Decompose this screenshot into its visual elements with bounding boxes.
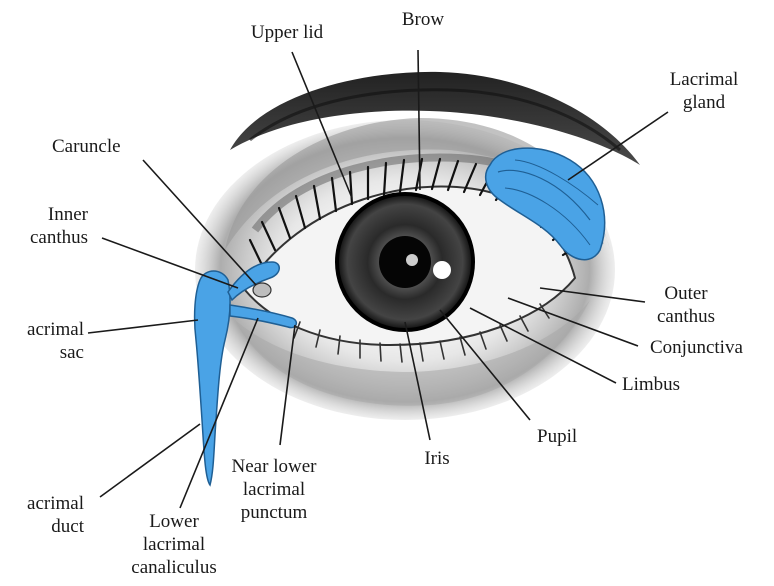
eye-highlight <box>433 261 451 279</box>
label-inner-canthus-line1: Inner <box>0 203 88 226</box>
label-brow: Brow <box>393 8 453 31</box>
label-outer-canthus-line1: Outer <box>648 282 724 305</box>
label-lower-canaliculus-line3: canaliculus <box>112 556 236 579</box>
label-lacrimal-duct-line2: duct <box>0 515 84 538</box>
label-lacrimal-gland: Lacrimal gland <box>664 68 744 114</box>
label-lower-canaliculus-line2: lacrimal <box>112 533 236 556</box>
label-conjunctiva: Conjunctiva <box>650 336 743 359</box>
label-pupil: Pupil <box>537 425 577 448</box>
label-lacrimal-sac-line2: sac <box>0 341 84 364</box>
label-limbus: Limbus <box>622 373 680 396</box>
label-lacrimal-duct-line1: acrimal <box>0 492 84 515</box>
label-outer-canthus-line2: canthus <box>648 305 724 328</box>
label-lacrimal-sac-line1: acrimal <box>0 318 84 341</box>
label-caruncle: Caruncle <box>52 135 121 158</box>
label-outer-canthus: Outer canthus <box>648 282 724 328</box>
label-iris: Iris <box>412 447 462 470</box>
label-lower-lacrimal-canaliculus: Lower lacrimal canaliculus <box>112 510 236 579</box>
pupil-shape <box>379 236 431 288</box>
label-lacrimal-sac: acrimal sac <box>0 318 84 364</box>
label-lacrimal-gland-line1: Lacrimal <box>664 68 744 91</box>
leader-lacrimal-sac <box>88 320 198 333</box>
label-lower-canaliculus-line1: Lower <box>112 510 236 533</box>
label-near-lower-punctum-line1: Near lower <box>214 455 334 478</box>
label-near-lower-punctum-line2: lacrimal <box>214 478 334 501</box>
label-inner-canthus: Inner canthus <box>0 203 88 249</box>
label-lacrimal-duct: acrimal duct <box>0 492 84 538</box>
label-upper-lid: Upper lid <box>237 21 337 44</box>
leader-lacrimal-duct <box>100 424 200 497</box>
label-lacrimal-gland-line2: gland <box>664 91 744 114</box>
label-inner-canthus-line2: canthus <box>0 226 88 249</box>
